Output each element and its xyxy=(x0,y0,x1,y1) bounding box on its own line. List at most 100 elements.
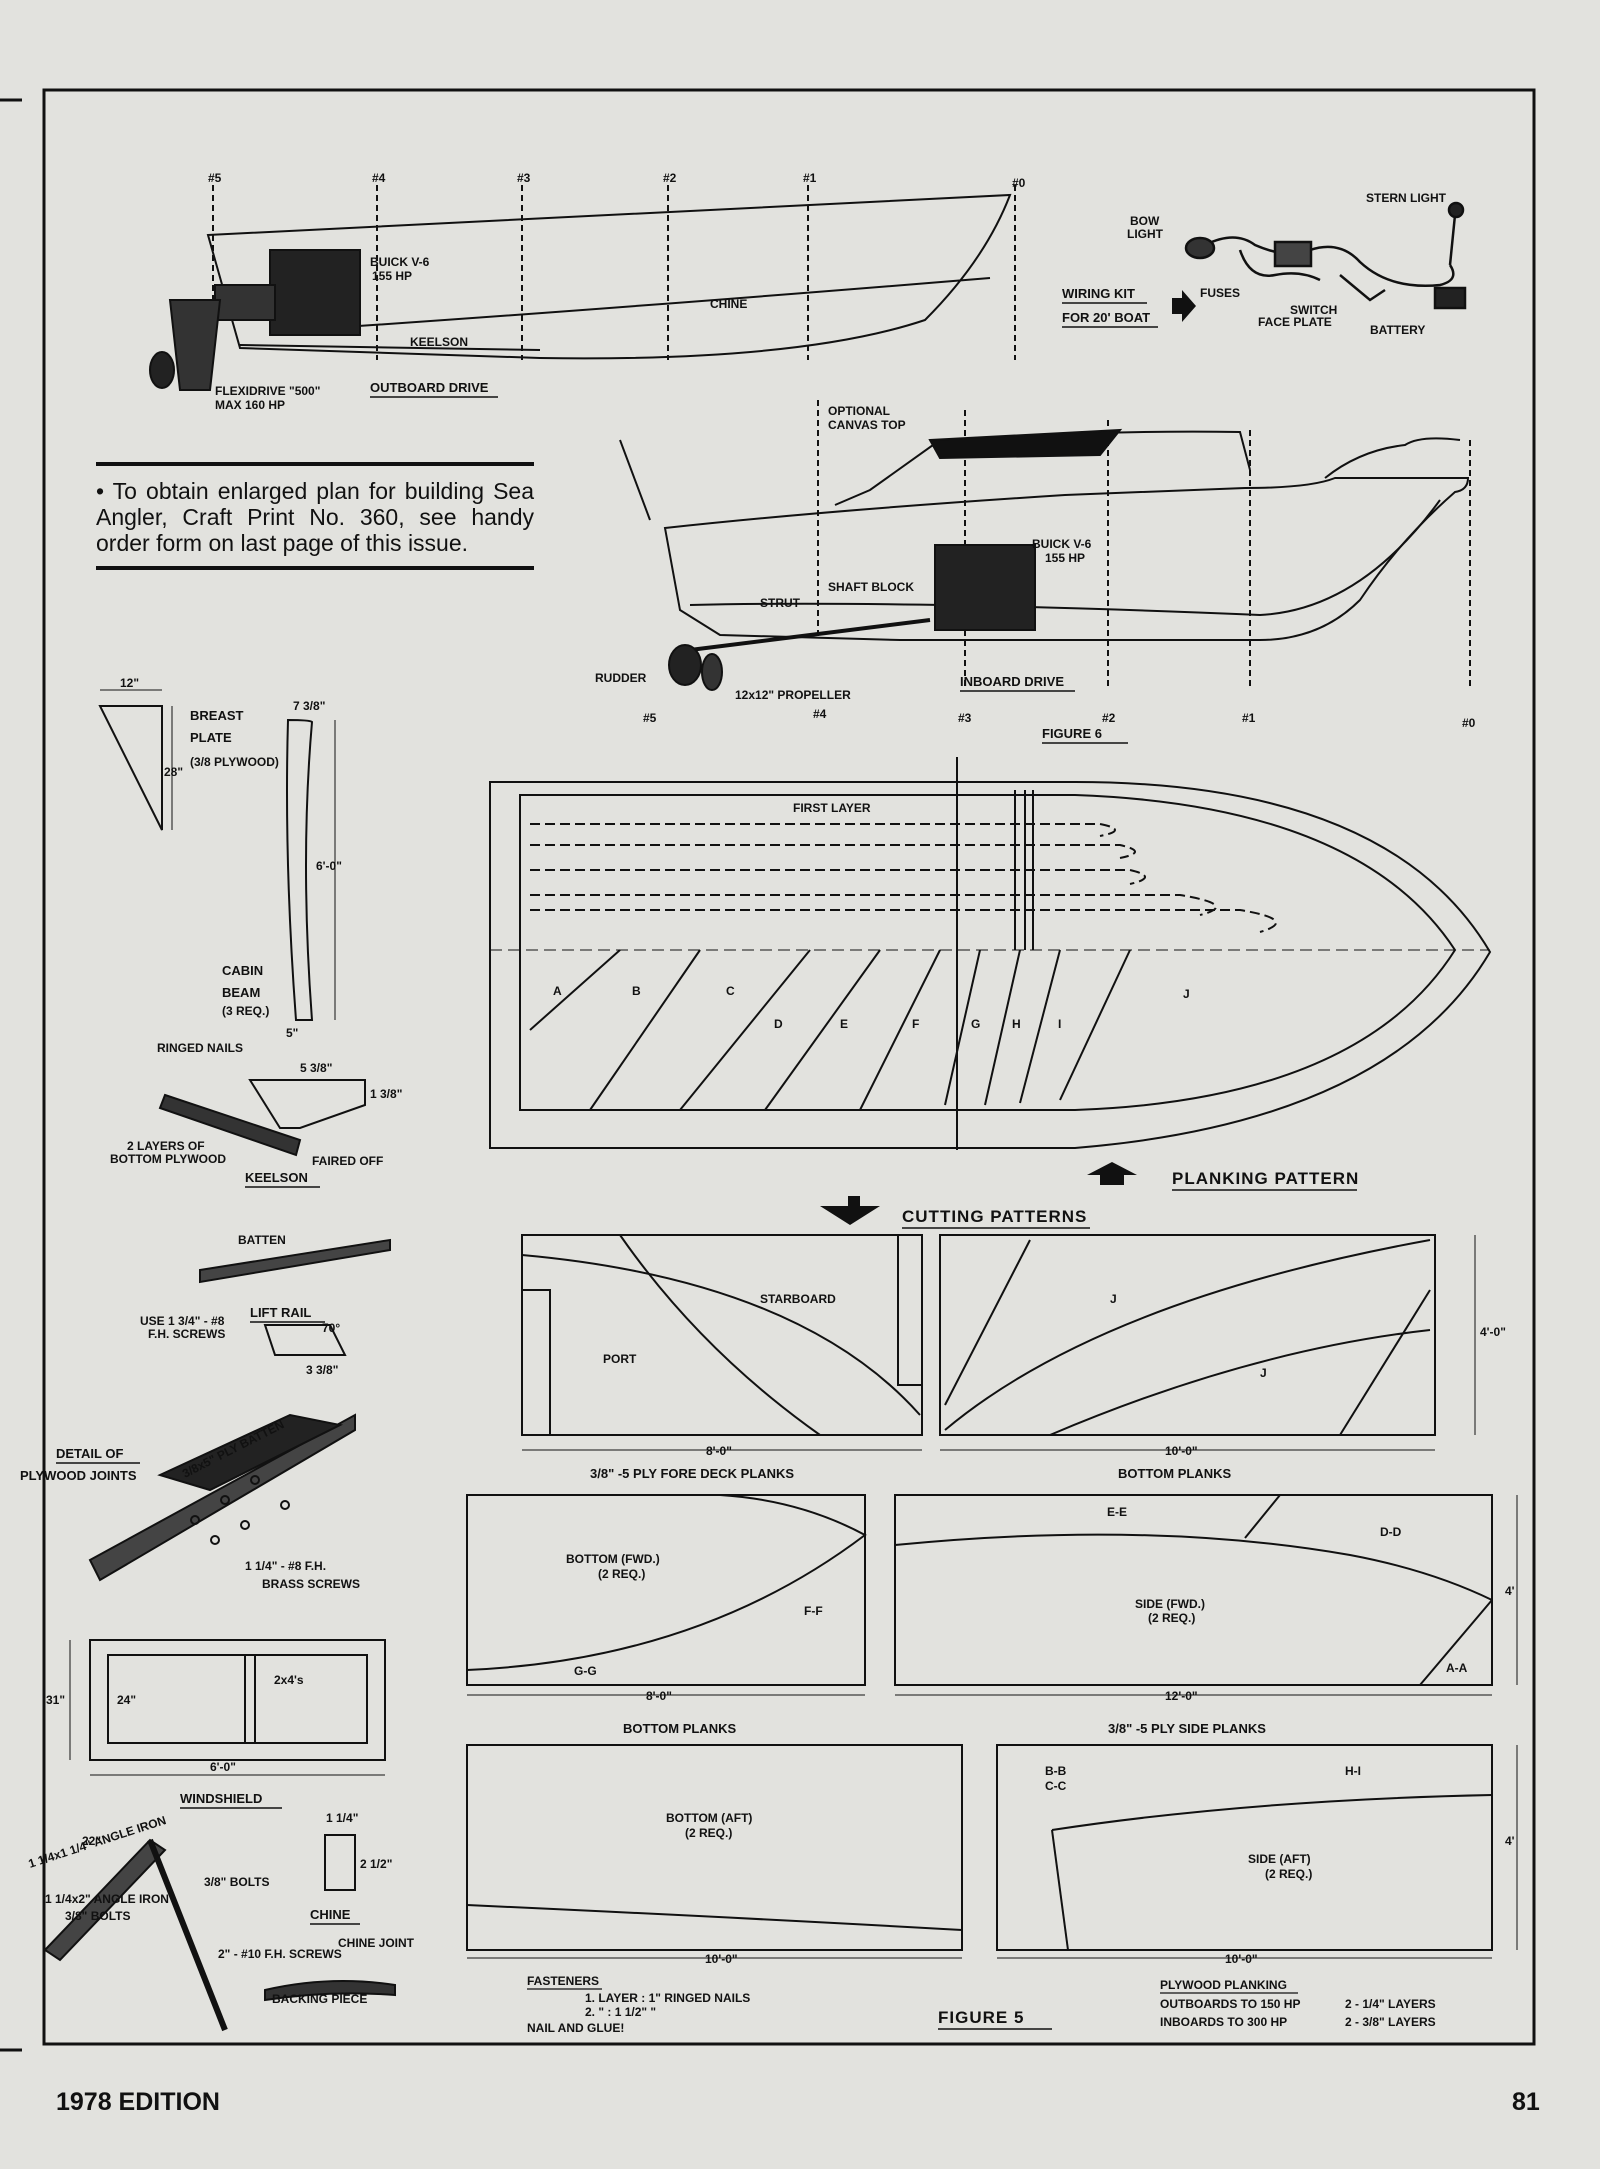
drawing-label: 4'-0" xyxy=(1480,1325,1506,1339)
drawing-label: 8'-0" xyxy=(646,1689,672,1703)
drawing-label: PLYWOOD JOINTS xyxy=(20,1468,137,1483)
drawing-label: F.H. SCREWS xyxy=(148,1327,225,1341)
keelson-detail xyxy=(158,1079,366,1157)
port-label: PORT xyxy=(603,1352,637,1366)
drawing-label: 1 1/4" xyxy=(326,1811,358,1825)
batten-label: BATTEN xyxy=(238,1233,286,1247)
drawing-label: #3 xyxy=(958,711,972,725)
drawing-label: (3/8 PLYWOOD) xyxy=(190,755,279,769)
drawing-label: 155 HP xyxy=(1045,551,1085,565)
inboard-title: INBOARD DRIVE xyxy=(960,674,1064,689)
cabin-beam-length: 6'-0" xyxy=(316,859,342,873)
station-2: #2 xyxy=(663,171,677,185)
wiring-title: WIRING KIT xyxy=(1062,286,1135,301)
drawing-label: 2. " : 1 1/2" " xyxy=(585,2005,656,2019)
cutting-labels: STARBOARD PORT 8'-0" 3/8" -5 PLY FORE DE… xyxy=(566,1292,1515,1966)
bow-light-label: BOW xyxy=(1130,214,1160,228)
drawing-label: B-B xyxy=(1045,1764,1067,1778)
drawing-label: 31" xyxy=(46,1693,65,1707)
drawing-label: G xyxy=(971,1017,980,1031)
drawing-label: 5 3/8" xyxy=(300,1061,332,1075)
drawing-label: 6'-0" xyxy=(210,1760,236,1774)
planking-pattern-title: PLANKING PATTERN xyxy=(1172,1169,1359,1188)
chine-title: CHINE xyxy=(310,1907,351,1922)
drawing-label: 3/8" BOLTS xyxy=(65,1909,130,1923)
drawing-label: 1 1/4x2" ANGLE IRON xyxy=(45,1892,169,1906)
drawing-label: CANVAS TOP xyxy=(828,418,906,432)
ringed-nails-label: RINGED NAILS xyxy=(157,1041,243,1055)
drawing-label: 12'-0" xyxy=(1165,1689,1198,1703)
side-fwd-label: SIDE (FWD.) xyxy=(1135,1597,1205,1611)
chine-detail xyxy=(43,1834,396,2032)
lift-rail-detail xyxy=(199,1238,391,1356)
side-aft-plank xyxy=(996,1744,1493,1951)
fore-deck-plank xyxy=(521,1234,923,1436)
breast-plate-detail xyxy=(98,689,173,831)
drawing-label: 2x4's xyxy=(274,1673,304,1687)
drawing-label: 2 LAYERS OF xyxy=(127,1139,205,1153)
stern-light-label: STERN LIGHT xyxy=(1366,191,1447,205)
keelson-label: KEELSON xyxy=(410,335,468,349)
bottom-j-plank xyxy=(939,1234,1436,1436)
switch-label: SWITCH xyxy=(1290,303,1337,317)
canvas-label: OPTIONAL xyxy=(828,404,890,418)
drawing-label: 4' xyxy=(1505,1834,1515,1848)
cabin-beam-title: CABIN xyxy=(222,963,263,978)
drawing-label: 3/8" BOLTS xyxy=(204,1875,269,1889)
wiring-labels: BOW LIGHT STERN LIGHT FUSES SWITCH FACE … xyxy=(1062,191,1447,337)
drawing-label: BOTTOM PLYWOOD xyxy=(110,1152,226,1166)
bottom-fwd-caption: BOTTOM PLANKS xyxy=(623,1721,736,1736)
side-aft-label: SIDE (AFT) xyxy=(1248,1852,1311,1866)
battery-box xyxy=(1433,286,1467,310)
drawing-label: 2 1/2" xyxy=(360,1857,392,1871)
strut-label: STRUT xyxy=(760,596,801,610)
drawing-label: 24" xyxy=(117,1693,136,1707)
drawing-label: 1. LAYER : 1" RINGED NAILS xyxy=(585,1991,750,2005)
drawing-label: #0 xyxy=(1462,716,1476,730)
drawing-label: BRASS SCREWS xyxy=(262,1577,360,1591)
bow-light-fixture xyxy=(1184,236,1216,260)
outboard-labels: #5 #4 #3 #2 #1 #0 BUICK V-6 155 HP CHINE… xyxy=(208,171,1026,412)
planking-labels: FIRST LAYER A B C D E F G H I J xyxy=(553,801,1190,1031)
cabin-beam-detail xyxy=(286,718,336,1021)
drawing-label: FAIRED OFF xyxy=(312,1154,383,1168)
propeller-shape xyxy=(701,653,723,691)
side-fwd-plank xyxy=(894,1494,1493,1686)
drawing-label: J xyxy=(1260,1366,1267,1380)
stern-light-fixture xyxy=(1447,201,1465,219)
station-3: #3 xyxy=(517,171,531,185)
windshield-title: WINDSHIELD xyxy=(180,1791,262,1806)
keelson-title: KEELSON xyxy=(245,1170,308,1185)
drawing-label: 4' xyxy=(1505,1584,1515,1598)
drawing-label: I xyxy=(1058,1017,1061,1031)
plywood-planking-title: PLYWOOD PLANKING xyxy=(1160,1978,1287,1992)
page-frame xyxy=(42,88,1536,2046)
plywood-planking-table: PLYWOOD PLANKING OUTBOARDS TO 150 HP 2 -… xyxy=(1160,1978,1436,2029)
planking-pattern xyxy=(489,757,1492,1150)
drawing-label: E xyxy=(840,1017,848,1031)
station-1: #1 xyxy=(803,171,817,185)
first-layer-label: FIRST LAYER xyxy=(793,801,871,815)
plywood-joints-detail xyxy=(88,1413,356,1582)
drawing-label: B xyxy=(632,984,641,998)
drawing-label: BEAM xyxy=(222,985,260,1000)
breast-plate-height: 28" xyxy=(164,765,183,779)
drawing-label: PLATE xyxy=(190,730,232,745)
station-0: #0 xyxy=(1012,176,1026,190)
drawing-label: 3 3/8" xyxy=(306,1363,338,1377)
chine-label: CHINE xyxy=(710,297,747,311)
inboard-drive-view xyxy=(619,400,1471,691)
drawing-label: 2 - 1/4" LAYERS xyxy=(1345,1997,1436,2011)
bottom-fwd-plank xyxy=(466,1494,866,1686)
drawing-label: OUTBOARDS TO 150 HP xyxy=(1160,1997,1300,2011)
drawing-label: 1 3/8" xyxy=(370,1087,402,1101)
outboard-drive-view xyxy=(149,185,1016,391)
drawing-label: (2 REQ.) xyxy=(685,1826,732,1840)
cutting-patterns-title: CUTTING PATTERNS xyxy=(902,1207,1087,1226)
drawing-label: FOR 20' BOAT xyxy=(1062,310,1150,325)
windshield-detail xyxy=(69,1639,386,1776)
drawing-label: INBOARDS TO 300 HP xyxy=(1160,2015,1287,2029)
page-number: 81 xyxy=(1512,2088,1540,2116)
